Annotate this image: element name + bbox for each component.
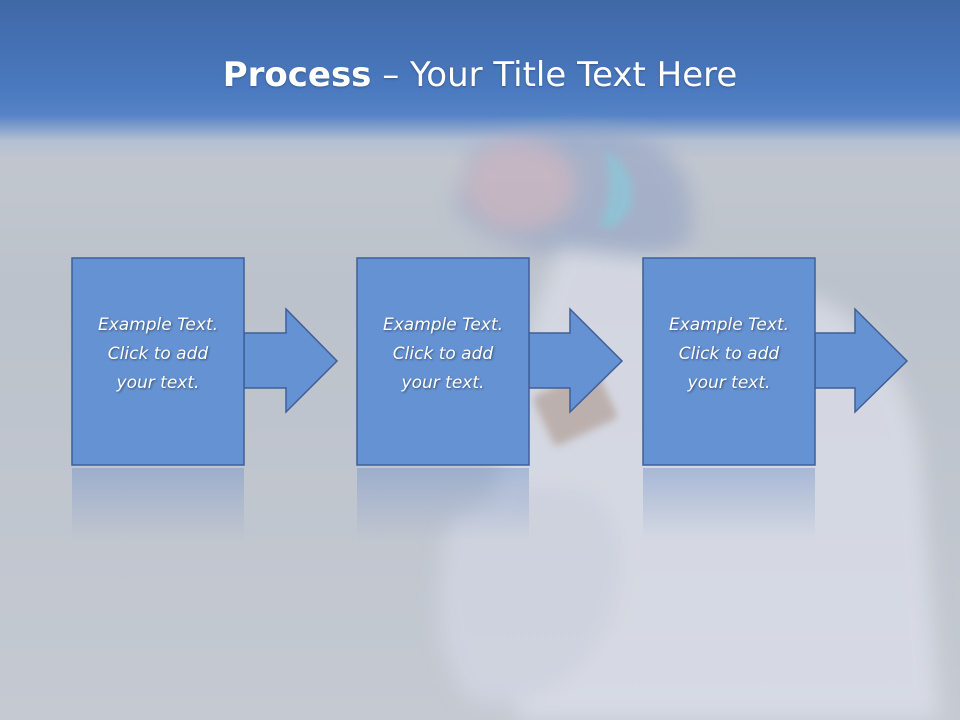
title-rest: – Your Title Text Here (371, 55, 738, 95)
step-3-line-1: Example Text. (668, 315, 790, 335)
step-2-text[interactable]: Example Text. Click to add your text. (357, 311, 529, 398)
step-1-reflection (72, 468, 244, 540)
step-2-line-1: Example Text. (382, 315, 504, 335)
step-1-box[interactable] (71, 257, 245, 466)
title-bold: Process (222, 55, 372, 95)
step-2-reflection (357, 468, 529, 540)
step-2[interactable] (356, 257, 624, 540)
step-1-line-2: Click to add (107, 344, 209, 364)
step-3-box[interactable] (642, 257, 816, 466)
step-1[interactable] (71, 257, 339, 540)
step-2-line-2: Click to add (392, 344, 494, 364)
arrow-right-icon (243, 307, 339, 414)
step-2-line-3: your text. (401, 373, 485, 393)
step-3-line-2: Click to add (678, 344, 780, 364)
step-3-line-3: your text. (687, 373, 771, 393)
step-1-line-3: your text. (116, 373, 200, 393)
slide-title: Process – Your Title Text Here (0, 50, 960, 100)
step-3[interactable] (642, 257, 909, 540)
arrow-right-icon (814, 307, 909, 414)
step-3-text[interactable]: Example Text. Click to add your text. (643, 311, 815, 398)
title-banner (0, 0, 960, 160)
step-1-line-1: Example Text. (97, 315, 219, 335)
arrow-right-icon (528, 307, 624, 414)
step-3-reflection (643, 468, 815, 540)
step-2-box[interactable] (356, 257, 530, 466)
step-1-text[interactable]: Example Text. Click to add your text. (72, 311, 244, 398)
